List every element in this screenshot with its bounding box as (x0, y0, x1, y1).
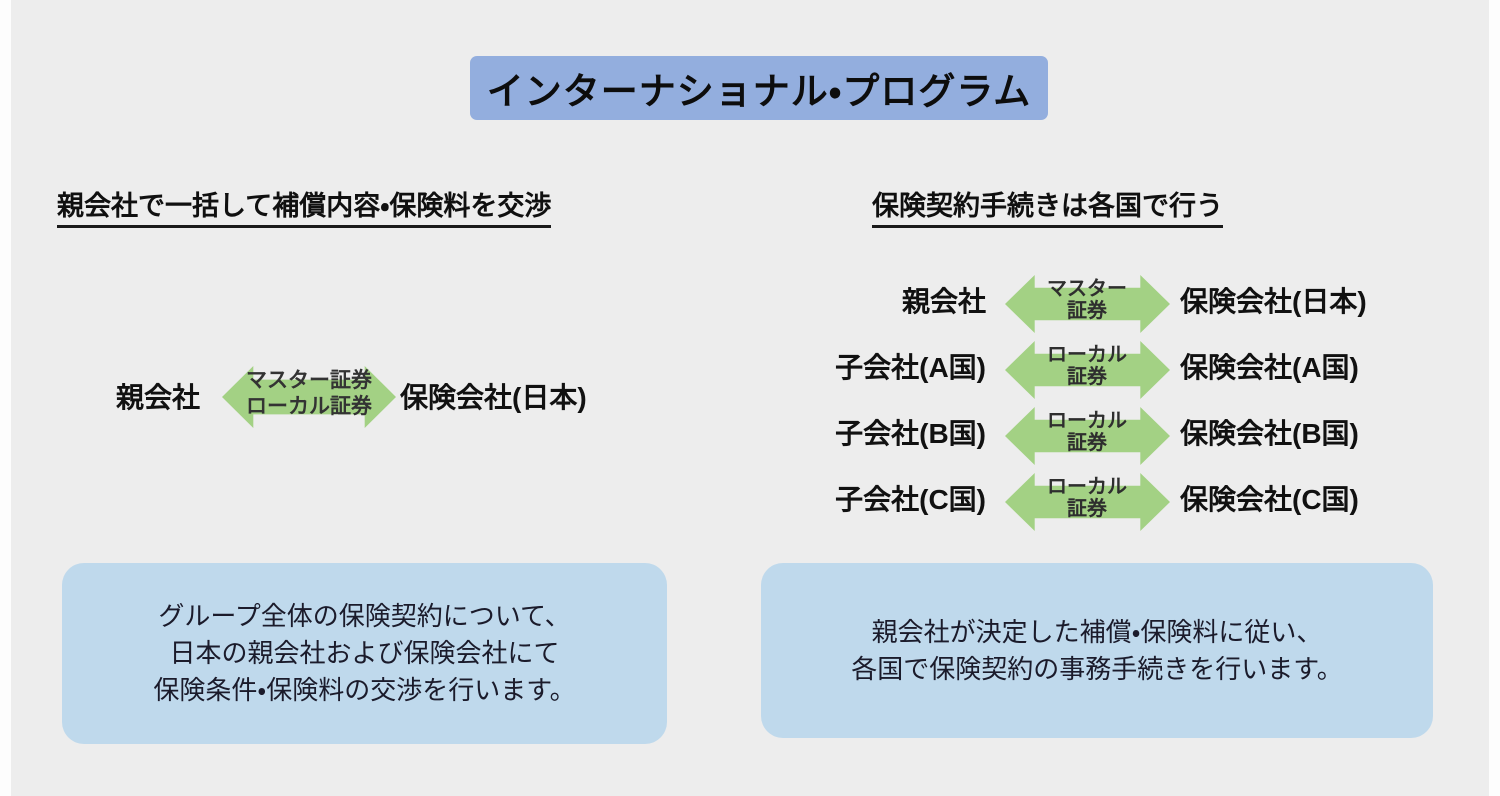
left-flow-arrow-label-line1: マスター証券 (246, 369, 372, 392)
right-row-2-target-label: 保険会社(B国) (1180, 418, 1359, 449)
right-row-1-arrow-label-line2: 証券 (1067, 366, 1107, 389)
title-banner: インターナショナル・プログラム (470, 56, 1048, 120)
right-panel-header: 保険契約手続きは各国で行う (872, 191, 1223, 228)
right-row-3-source-label: 子会社(C国) (835, 484, 986, 515)
left-flow-target-label: 保険会社(日本) (400, 382, 587, 413)
right-row-3-arrow-label: ローカル 証券 (1022, 476, 1152, 521)
right-row-0-arrow-label-line1: マスター (1047, 278, 1127, 300)
right-row-3-arrow-label-line2: 証券 (1067, 498, 1107, 521)
left-flow-arrow-label: マスター証券 ローカル証券 (217, 368, 401, 419)
right-row-3-arrow-label-line1: ローカル (1047, 476, 1127, 498)
right-row-3-target-label: 保険会社(C国) (1180, 484, 1359, 515)
left-panel-header: 親会社で一括して補償内容・保険料を交渉 (57, 191, 552, 228)
right-row-0-arrow-label: マスター 証券 (1022, 278, 1152, 323)
right-panel-callout-text: 親会社が決定した補償・保険料に従い、 各国で保険契約の事務手続きを行います。 (851, 616, 1343, 684)
right-row-0-arrow-label-line2: 証券 (1067, 300, 1107, 323)
right-row-1-arrow-label: ローカル 証券 (1022, 344, 1152, 389)
right-row-2-arrow-label-line1: ローカル (1047, 410, 1127, 432)
right-edge-band (1489, 0, 1500, 796)
left-panel-callout-text: グループ全体の保険契約について、 日本の親会社および保険会社にて 保険条件・保険… (153, 601, 576, 705)
right-row-1-target-label: 保険会社(A国) (1180, 352, 1359, 383)
right-row-1-source-label: 子会社(A国) (835, 352, 986, 383)
right-row-0-source-label: 親会社 (901, 286, 986, 317)
right-panel-callout-box: 親会社が決定した補償・保険料に従い、 各国で保険契約の事務手続きを行います。 (761, 563, 1433, 738)
right-row-2-source-label: 子会社(B国) (835, 418, 986, 449)
right-row-2-arrow-label-line2: 証券 (1067, 432, 1107, 455)
right-row-0-target-label: 保険会社(日本) (1180, 286, 1367, 317)
right-row-1-arrow-label-line1: ローカル (1047, 344, 1127, 366)
right-row-2-arrow-label: ローカル 証券 (1022, 410, 1152, 455)
left-edge-band (0, 0, 11, 796)
left-flow-arrow-label-line2: ローカル証券 (246, 394, 372, 418)
left-panel-callout-box: グループ全体の保険契約について、 日本の親会社および保険会社にて 保険条件・保険… (62, 563, 667, 744)
page-title: インターナショナル・プログラム (486, 71, 1032, 112)
left-flow-source-label: 親会社 (115, 382, 200, 413)
